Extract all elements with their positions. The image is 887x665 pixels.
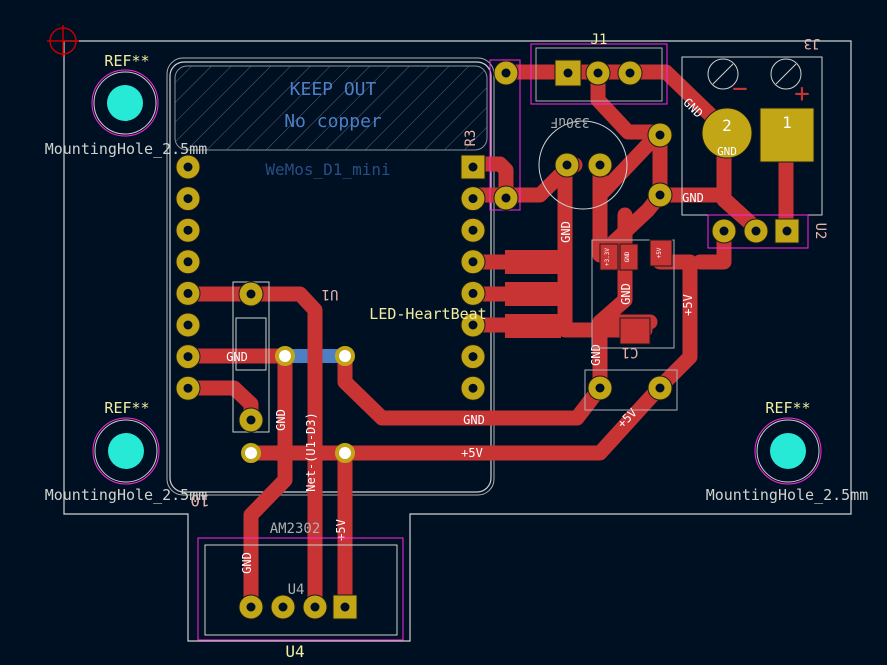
j3-pin2-label: 2 — [722, 116, 732, 135]
mh-ref: REF** — [104, 52, 149, 70]
pin-hole — [468, 320, 478, 330]
mounting-hole[interactable]: REF** MountingHole_2.5mm — [706, 399, 869, 504]
j3-minus-label: − — [732, 74, 748, 104]
via — [335, 346, 355, 366]
svg-text:+5V: +5V — [461, 446, 483, 460]
svg-text:GND: GND — [559, 221, 573, 243]
j3-plus-label: + — [794, 79, 810, 109]
svg-text:GND: GND — [682, 191, 704, 205]
origin-marker — [47, 25, 79, 57]
pin-hole — [183, 162, 193, 172]
c1-ref: C1 — [622, 344, 639, 360]
led-heartbeat[interactable]: LED-HeartBeat — [369, 250, 561, 338]
vias — [241, 346, 355, 463]
module-left-header — [175, 154, 201, 401]
module-name-label: WeMos_D1_mini — [265, 160, 390, 179]
connector-j1[interactable]: J1 — [530, 32, 668, 105]
mh-value: MountingHole_2.5mm — [45, 486, 208, 504]
via — [335, 443, 355, 463]
mh-value: MountingHole_2.5mm — [706, 486, 869, 504]
mh-value: MountingHole_2.5mm — [45, 140, 208, 158]
resistor-r3[interactable]: R3 — [463, 59, 521, 211]
j3-pin2-pad — [701, 107, 753, 159]
j1-ref: J1 — [591, 32, 608, 48]
sensor-ref: U4 — [285, 642, 304, 661]
pin-hole — [468, 162, 478, 172]
pin-hole — [468, 257, 478, 267]
via — [275, 346, 295, 366]
sensor-value-label: AM2302 — [270, 521, 321, 537]
cap-value-label: 330uF — [550, 114, 589, 129]
j3-pin1-label: 1 — [782, 113, 792, 132]
u1-back-ref: U1 — [322, 286, 339, 302]
pin-hole — [468, 194, 478, 204]
svg-text:Net-(U1-D3): Net-(U1-D3) — [304, 412, 318, 491]
pin-hole — [183, 383, 193, 393]
sensor-fab-ref: U4 — [288, 582, 305, 598]
svg-text:GND: GND — [589, 344, 603, 366]
capacitor-c1-pads[interactable] — [584, 369, 678, 411]
led-value-label: LED-HeartBeat — [369, 305, 486, 323]
component-c3-pads[interactable] — [647, 122, 673, 208]
capacitor-330uf[interactable]: 330uF — [538, 114, 628, 210]
pin-hole — [183, 352, 193, 362]
svg-text:+5V: +5V — [334, 519, 348, 541]
svg-text:GND: GND — [226, 350, 248, 364]
pin-hole — [468, 383, 478, 393]
reg-pad-33: +3.3V — [604, 248, 611, 266]
keepout-zone — [174, 65, 488, 151]
module-outline — [169, 61, 492, 493]
component-u2[interactable]: U2 — [707, 214, 828, 249]
via — [241, 443, 261, 463]
svg-text:GND: GND — [240, 552, 254, 574]
keepout-subtitle: No copper — [284, 111, 382, 132]
svg-text:GND: GND — [463, 413, 485, 427]
svg-text:GND: GND — [619, 283, 633, 305]
pin-hole — [468, 288, 478, 298]
reg-pad-gnd: GND — [624, 251, 631, 262]
svg-text:+5V: +5V — [681, 294, 695, 316]
mounting-hole[interactable]: REF** MountingHole_2.5mm — [45, 52, 208, 158]
mh-ref: REF** — [765, 399, 810, 417]
mounting-hole[interactable]: REF** MountingHole_2.5mm — [45, 399, 208, 504]
sensor-am2302[interactable]: AM2302 U4 U4 — [197, 521, 404, 661]
pin-hole — [183, 257, 193, 267]
keepout-title: KEEP OUT — [290, 79, 377, 100]
j3-ref: J3 — [804, 35, 821, 51]
j3-pin2-net: GND — [717, 145, 737, 158]
pin-hole — [183, 225, 193, 235]
pin-hole — [183, 288, 193, 298]
board-outline — [63, 40, 852, 642]
back-resistor-outline: U1 10 — [190, 281, 339, 510]
svg-text:GND: GND — [274, 409, 288, 431]
terminal-j3[interactable]: 2 GND 1 + − J3 — [681, 35, 823, 216]
pin-hole — [468, 352, 478, 362]
pin-hole — [183, 320, 193, 330]
j3-pin1-pad — [759, 107, 815, 163]
misc-back-ref: 10 — [190, 491, 209, 510]
reg-pad-vin: +5V — [656, 247, 663, 258]
mounting-holes: REF** MountingHole_2.5mm REF** MountingH… — [45, 52, 869, 504]
module-fab-outline — [166, 57, 495, 496]
mh-ref: REF** — [104, 399, 149, 417]
u2-ref: U2 — [812, 223, 828, 240]
module-right-header — [460, 154, 486, 401]
pin-hole — [468, 225, 478, 235]
pin-hole — [183, 194, 193, 204]
regulator-u5[interactable]: +3.3V GND +5V C1 — [591, 239, 675, 360]
r3-ref: R3 — [463, 130, 479, 147]
